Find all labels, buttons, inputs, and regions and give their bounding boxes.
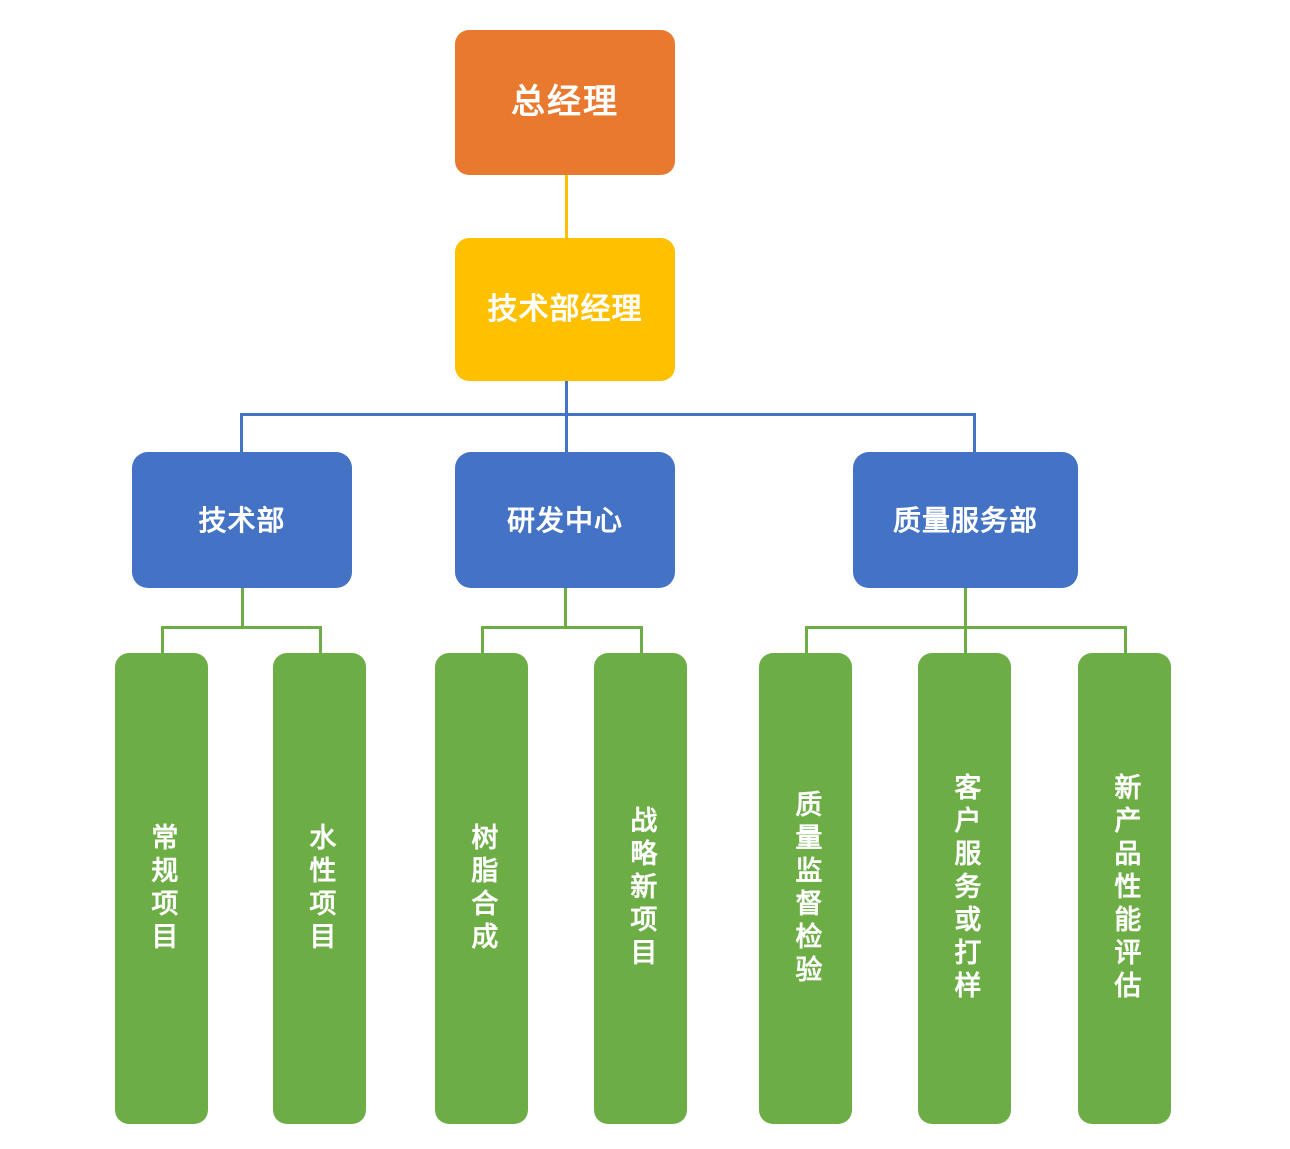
node-new-product-performance-evaluation[interactable]: 新产品性能评估: [1078, 653, 1171, 1124]
connector-bus-to-quality-dept: [973, 413, 976, 453]
node-waterborne-projects[interactable]: 水性项目: [273, 653, 366, 1124]
connector-tech-dept-stem: [241, 588, 244, 628]
connector-department-bus: [240, 413, 975, 416]
node-general-manager[interactable]: 总经理: [455, 30, 675, 175]
node-resin-synthesis[interactable]: 树脂合成: [435, 653, 528, 1124]
connector-bus-to-leaf-2: [319, 626, 322, 655]
connector-rd-center-stem: [564, 588, 567, 628]
connector-bus-to-leaf-4: [640, 626, 643, 655]
connector-bus-to-leaf-7: [1124, 626, 1127, 655]
connector-bus-to-leaf-3: [481, 626, 484, 655]
connector-bus-to-rd-center: [565, 413, 568, 453]
connector-bus-to-tech-dept: [240, 413, 243, 453]
connector-quality-dept-stem: [964, 588, 967, 628]
connector-tech-dept-bus: [161, 626, 322, 629]
node-quality-service-department[interactable]: 质量服务部: [853, 452, 1078, 588]
node-tech-department[interactable]: 技术部: [132, 452, 352, 588]
connector-rd-center-bus: [481, 626, 643, 629]
connector-bus-to-leaf-5: [805, 626, 808, 655]
connector-bus-to-leaf-1: [161, 626, 164, 655]
connector-gm-to-manager: [565, 175, 568, 238]
node-customer-service-or-sampling[interactable]: 客户服务或打样: [918, 653, 1011, 1124]
node-strategic-new-projects[interactable]: 战略新项目: [594, 653, 687, 1124]
node-quality-supervision-inspection[interactable]: 质量监督检验: [759, 653, 852, 1124]
node-regular-projects[interactable]: 常规项目: [115, 653, 208, 1124]
connector-bus-to-leaf-6: [964, 626, 967, 655]
node-rd-center[interactable]: 研发中心: [455, 452, 675, 588]
node-tech-manager[interactable]: 技术部经理: [455, 238, 675, 381]
